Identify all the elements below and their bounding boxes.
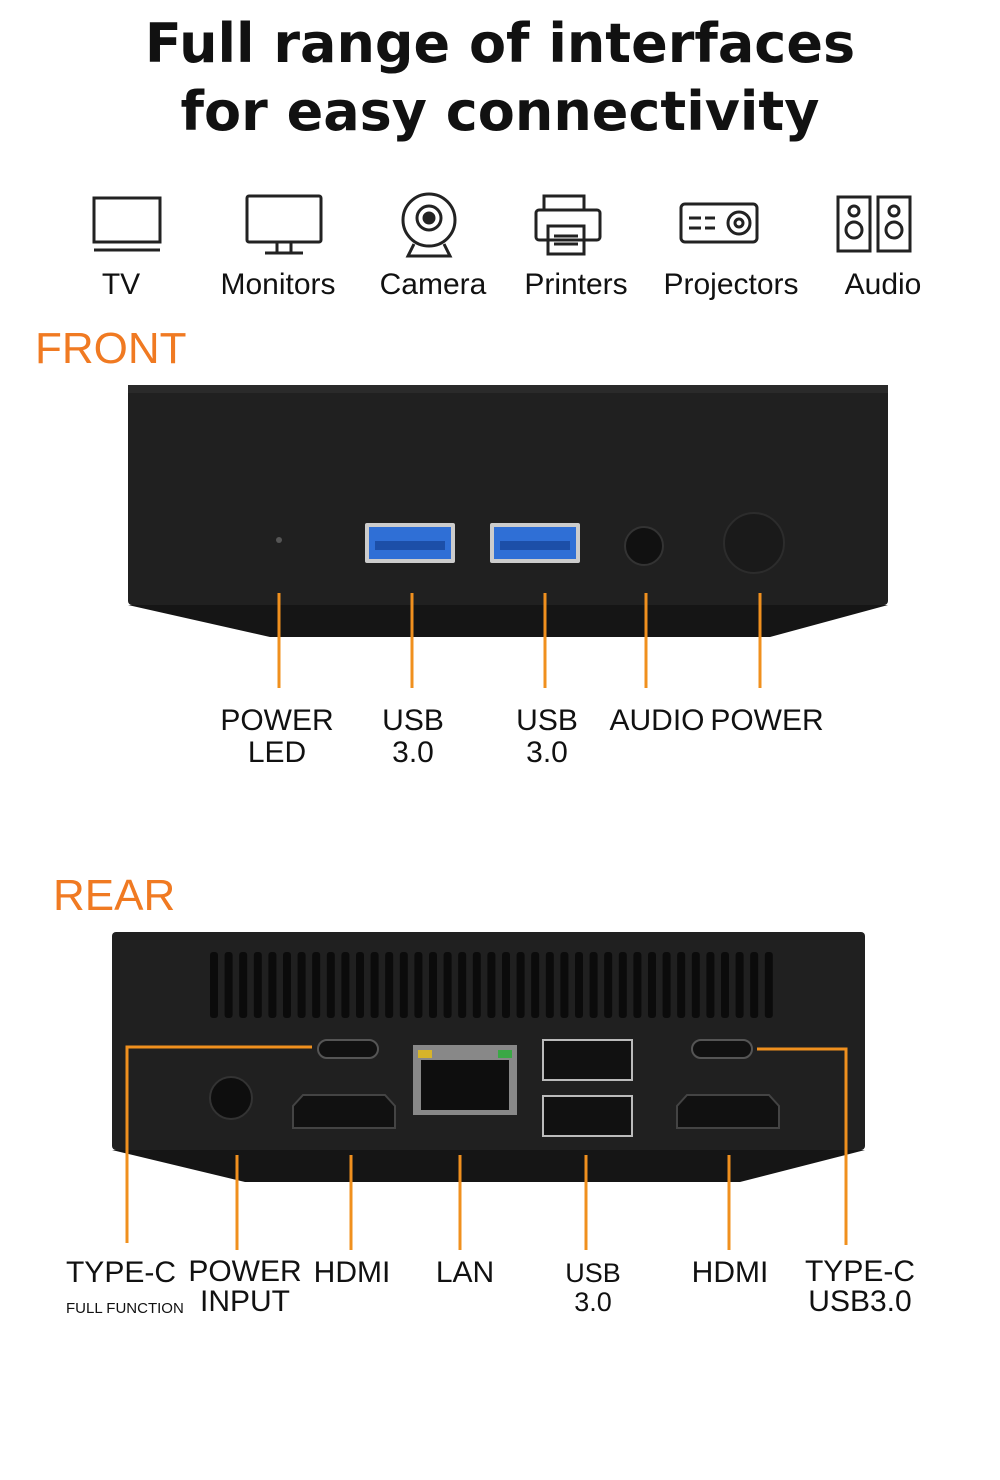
camera-icon [401, 192, 457, 258]
vent-slat [253, 952, 262, 1018]
headline-line-2: for easy connectivity [180, 80, 820, 143]
vent-slat [385, 952, 394, 1018]
hdmi-port-right [676, 1094, 780, 1129]
power-button [723, 512, 785, 574]
power-led [276, 537, 282, 543]
vent-slat [326, 952, 335, 1018]
type-c-port-right [691, 1039, 753, 1059]
audio-jack [624, 526, 664, 566]
lan-port [413, 1045, 517, 1115]
vent-slat [429, 952, 437, 1018]
vent-slat [399, 952, 408, 1018]
label-hdmi-1: HDMI [313, 1256, 391, 1289]
vent-slats [210, 952, 773, 1018]
vent-slat [224, 952, 233, 1018]
vent-slat [648, 952, 656, 1018]
tv-icon [92, 196, 162, 252]
vent-slat [750, 952, 759, 1018]
vent-slat [677, 952, 686, 1018]
vent-slat [414, 952, 423, 1018]
projector-icon [679, 202, 759, 244]
vent-slat [268, 952, 277, 1018]
vent-slat [297, 952, 306, 1018]
vent-slat [735, 952, 744, 1018]
front-heading: FRONT [35, 324, 187, 373]
vent-slat [706, 952, 715, 1018]
vent-slat [283, 952, 291, 1018]
rear-heading: REAR [53, 871, 176, 920]
vent-slat [312, 952, 321, 1018]
vent-slat [604, 952, 613, 1018]
vent-slat [210, 952, 218, 1018]
device-label-monitors: Monitors [220, 268, 336, 301]
usb-port-2 [490, 523, 580, 563]
vent-slat [589, 952, 598, 1018]
vent-slat [531, 952, 540, 1018]
front-device [128, 385, 888, 688]
vent-slat [721, 952, 729, 1018]
usb-port-1 [365, 523, 455, 563]
vent-slat [764, 952, 773, 1018]
vent-slat [356, 952, 364, 1018]
vent-slat [691, 952, 700, 1018]
label-lan: LAN [435, 1256, 495, 1289]
device-label-tv: TV [101, 268, 141, 301]
printer-icon [534, 194, 602, 256]
vent-slat [239, 952, 248, 1018]
dc-power-jack [209, 1076, 253, 1120]
usb-a-port-top [542, 1039, 633, 1081]
vent-slat [575, 952, 583, 1018]
device-label-printers: Printers [524, 268, 628, 301]
vent-slat [458, 952, 467, 1018]
vent-slat [516, 952, 525, 1018]
label-power-button: POWER [710, 704, 824, 737]
rear-device [112, 932, 865, 1250]
label-hdmi-2: HDMI [691, 1256, 769, 1289]
hdmi-port-left [292, 1094, 396, 1129]
speakers-icon [836, 195, 912, 253]
monitor-icon [245, 194, 323, 255]
device-label-projectors: Projectors [663, 268, 799, 301]
headline-line-1: Full range of interfaces [144, 12, 856, 75]
usb-a-port-bottom [542, 1095, 633, 1137]
vent-slat [502, 952, 510, 1018]
device-label-audio: Audio [844, 268, 922, 301]
label-audio: AUDIO [609, 704, 705, 737]
label-type-c-full: TYPE-C [65, 1256, 176, 1289]
vent-slat [370, 952, 379, 1018]
label-full-function: FULL FUNCTION [66, 1300, 184, 1317]
vent-slat [662, 952, 671, 1018]
vent-slat [341, 952, 350, 1018]
front-leader-lines [277, 593, 762, 688]
type-c-port-left [317, 1039, 379, 1059]
vent-slat [545, 952, 554, 1018]
vent-slat [633, 952, 642, 1018]
rear-leader-lines [125, 1045, 848, 1250]
vent-slat [487, 952, 496, 1018]
vent-slat [443, 952, 452, 1018]
vent-slat [472, 952, 481, 1018]
vent-slat [560, 952, 569, 1018]
vent-slat [618, 952, 627, 1018]
device-label-camera: Camera [379, 268, 487, 301]
